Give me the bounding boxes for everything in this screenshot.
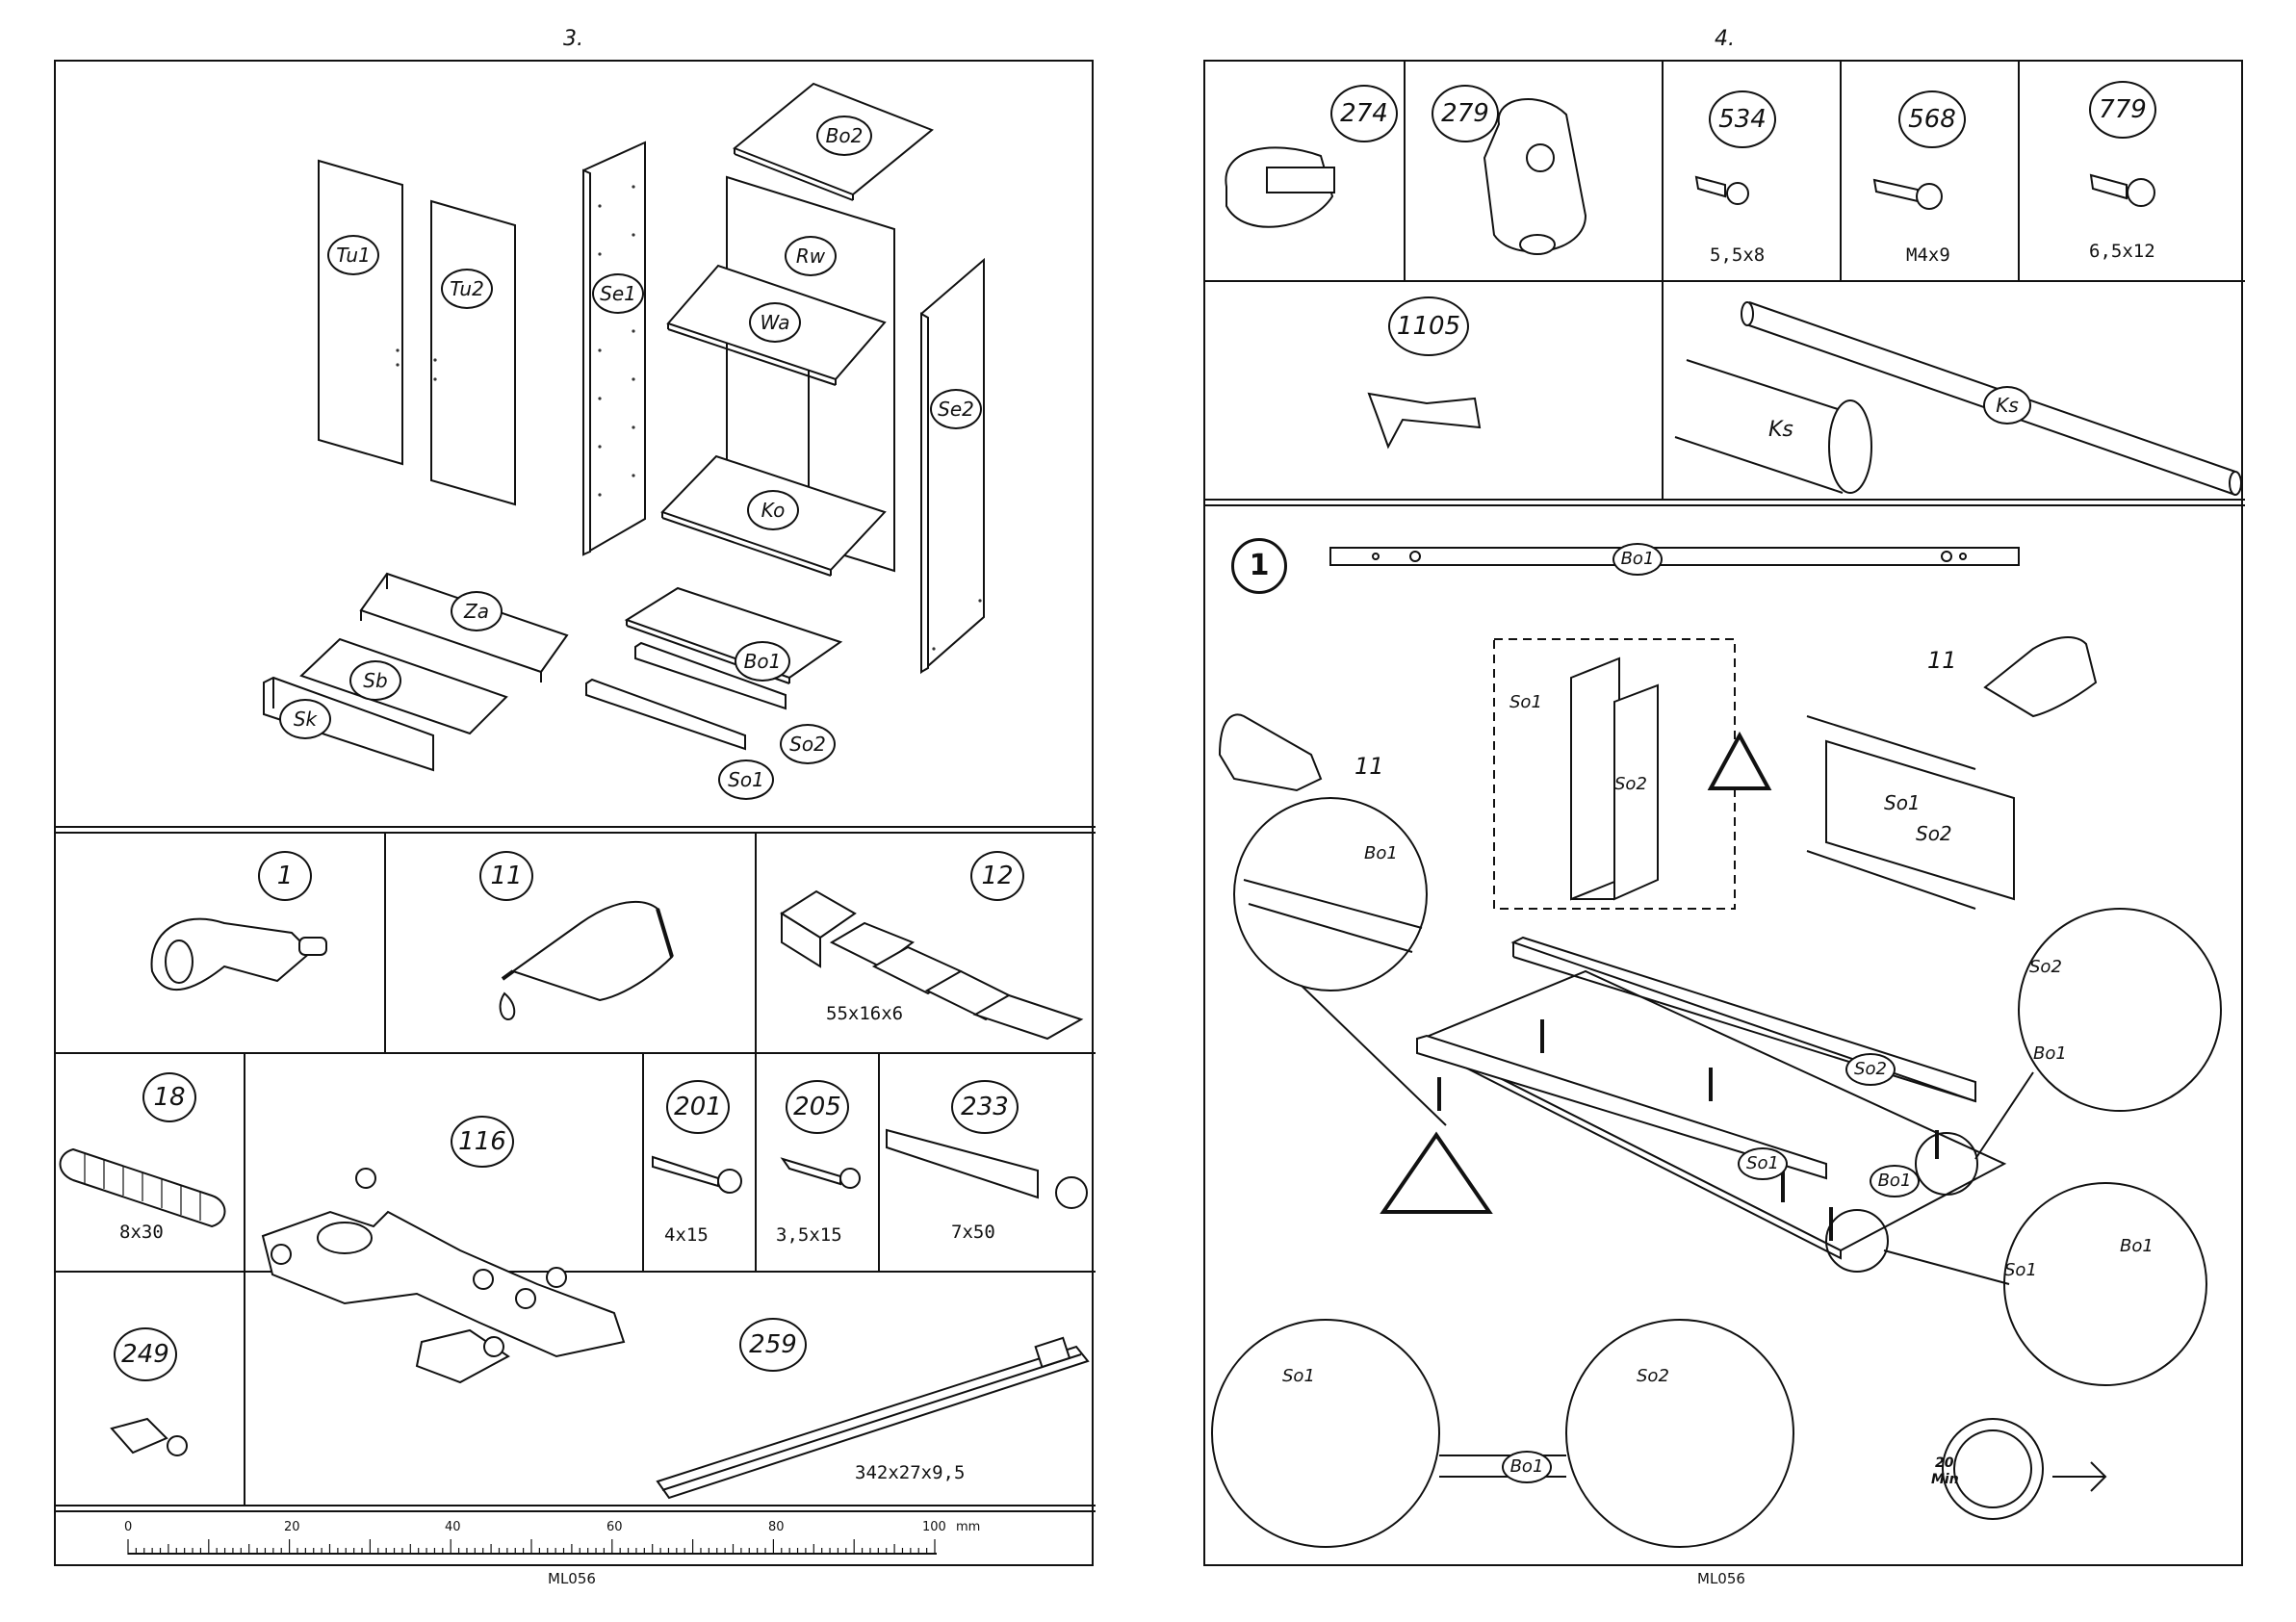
hardware-id-249: 249: [114, 1327, 177, 1381]
panel-label-tu2: Tu2: [441, 269, 493, 309]
rail-label-ks-1: Ks: [1768, 418, 1793, 442]
panel-label-ko: Ko: [747, 490, 799, 530]
panel-label-bo1: Bo1: [735, 641, 790, 682]
ruler-tick-marks: [128, 1539, 946, 1555]
hardware-size-534: 5,5x8: [1710, 245, 1765, 266]
hardware-id-568: 568: [1898, 90, 1966, 148]
timer-value: 20: [1935, 1455, 1953, 1471]
label-bo1-callout: Bo1: [2033, 1043, 2067, 1064]
ruler-tick-100: 100: [922, 1520, 946, 1534]
label-bo1-callout-2: Bo1: [2120, 1236, 2154, 1256]
hardware-id-18: 18: [142, 1072, 196, 1122]
hardware-id-1: 1: [258, 851, 312, 901]
page-number-right: 4.: [1715, 27, 1735, 51]
hardware-size-12: 55x16x6: [826, 1003, 903, 1024]
timer-unit: Min: [1931, 1472, 1959, 1487]
hardware-id-534: 534: [1709, 90, 1776, 148]
hardware-size-18: 8x30: [119, 1222, 164, 1243]
assembly-step-drawing: [1205, 62, 2245, 1568]
rail-label-ks-2: Ks: [1983, 386, 2031, 425]
ruler-tick-0: 0: [124, 1520, 132, 1534]
hardware-id-1105: 1105: [1388, 296, 1469, 356]
ruler-tick-80: 80: [768, 1520, 785, 1534]
hardware-id-233: 233: [951, 1080, 1019, 1134]
panel-label-wa: Wa: [749, 302, 801, 343]
hardware-size-779: 6,5x12: [2089, 241, 2155, 262]
hardware-id-779: 779: [2089, 81, 2156, 139]
hardware-id-205: 205: [786, 1080, 849, 1134]
hardware-size-201: 4x15: [664, 1224, 709, 1246]
label-so1-profile: So1: [1884, 791, 1921, 814]
label-bo1-assembly: Bo1: [1870, 1165, 1920, 1197]
panel-label-tu1: Tu1: [327, 235, 379, 275]
ruler-unit: mm: [956, 1520, 980, 1534]
label-bo1-strip: Bo1: [1612, 543, 1663, 576]
label-so1-bottom: So1: [1282, 1366, 1315, 1386]
glue-label-right: 11: [1927, 647, 1957, 674]
label-so2-callout: So2: [2029, 957, 2062, 977]
label-so2-profile: So2: [1916, 822, 1952, 845]
ruler-tick-20: 20: [284, 1520, 300, 1534]
hardware-size-233: 7x50: [951, 1222, 995, 1243]
hardware-id-12: 12: [970, 851, 1024, 901]
glue-label-left: 11: [1354, 753, 1384, 780]
parts-overview-drawing: [56, 62, 1096, 1568]
panel-label-so1: So1: [718, 760, 774, 800]
hardware-id-116: 116: [451, 1116, 514, 1168]
panel-label-rw: Rw: [785, 236, 837, 276]
hardware-size-205: 3,5x15: [776, 1224, 842, 1246]
panel-label-so2: So2: [780, 724, 836, 764]
label-bo1-detail: Bo1: [1364, 843, 1398, 863]
hardware-size-259: 342x27x9,5: [855, 1462, 965, 1483]
hardware-id-11: 11: [479, 851, 533, 901]
assembly-step-page: 274 279 534 5,5x8 568 M4x9 779 6,5x12 11…: [1203, 60, 2243, 1566]
panel-label-za: Za: [451, 591, 503, 631]
parts-overview-page: Tu1 Tu2 Se1 Bo2 Rw Wa Ko Se2 Za Sb Sk Bo…: [54, 60, 1094, 1566]
panel-label-sk: Sk: [279, 699, 331, 739]
hardware-id-259: 259: [739, 1318, 807, 1372]
footer-code-left: ML056: [548, 1570, 596, 1587]
label-so2-detail: So2: [1614, 774, 1647, 794]
label-so1-callout: So1: [2004, 1260, 2037, 1280]
label-bo1-bottom: Bo1: [1502, 1451, 1552, 1483]
hardware-id-274: 274: [1330, 85, 1398, 142]
hardware-id-201: 201: [666, 1080, 730, 1134]
hardware-id-279: 279: [1432, 85, 1499, 142]
hardware-size-568: M4x9: [1906, 245, 1950, 266]
page-number-left: 3.: [563, 27, 583, 51]
ruler-tick-40: 40: [445, 1520, 461, 1534]
ruler-ticks: [128, 1539, 946, 1555]
label-so2-assembly: So2: [1845, 1053, 1896, 1086]
panel-label-sb: Sb: [349, 660, 401, 701]
ruler-tick-60: 60: [606, 1520, 623, 1534]
step-number: 1: [1231, 538, 1287, 594]
footer-code-right: ML056: [1697, 1570, 1745, 1587]
label-so1-assembly: So1: [1738, 1147, 1788, 1180]
label-so1-detail: So1: [1509, 692, 1542, 712]
label-so2-bottom: So2: [1637, 1366, 1669, 1386]
panel-label-se2: Se2: [930, 389, 982, 429]
panel-label-bo2: Bo2: [816, 116, 872, 156]
panel-label-se1: Se1: [592, 273, 644, 314]
